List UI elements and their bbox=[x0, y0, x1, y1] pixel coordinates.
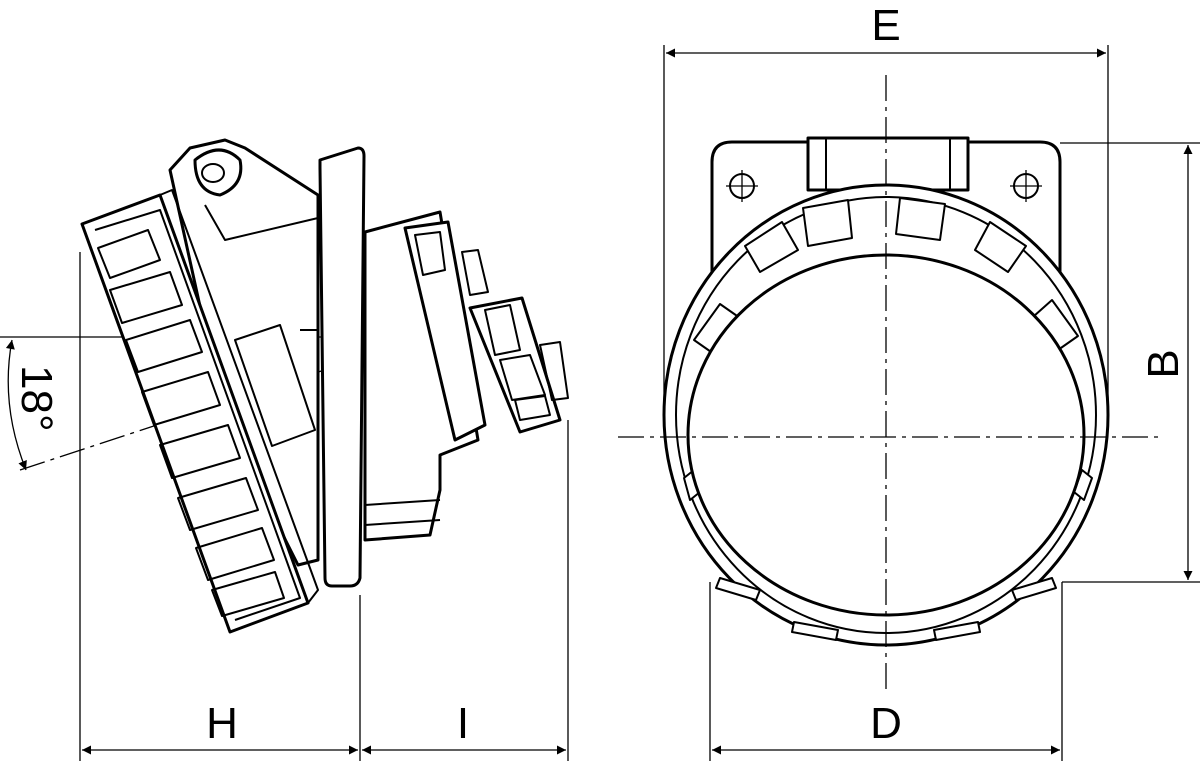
front-body bbox=[168, 138, 320, 567]
angle-arc bbox=[5, 339, 27, 471]
locking-ring bbox=[80, 189, 319, 634]
dimension-d-label: D bbox=[870, 699, 902, 748]
front-view: E B D bbox=[618, 1, 1200, 761]
angle-label: 18° bbox=[12, 365, 61, 432]
dimension-i-label: I bbox=[457, 699, 469, 748]
side-view: 18° H I bbox=[0, 138, 569, 761]
hinge-block bbox=[806, 136, 970, 192]
dimension-h-label: H bbox=[206, 699, 238, 748]
mounting-hole-left-icon bbox=[726, 170, 758, 202]
mounting-hole-right-icon bbox=[1010, 170, 1042, 202]
ring-notches bbox=[683, 197, 1093, 641]
mounting-flange bbox=[318, 146, 366, 588]
rear-body bbox=[363, 210, 569, 542]
dimension-e-label: E bbox=[871, 1, 900, 50]
dimension-b-label: B bbox=[1139, 349, 1188, 378]
